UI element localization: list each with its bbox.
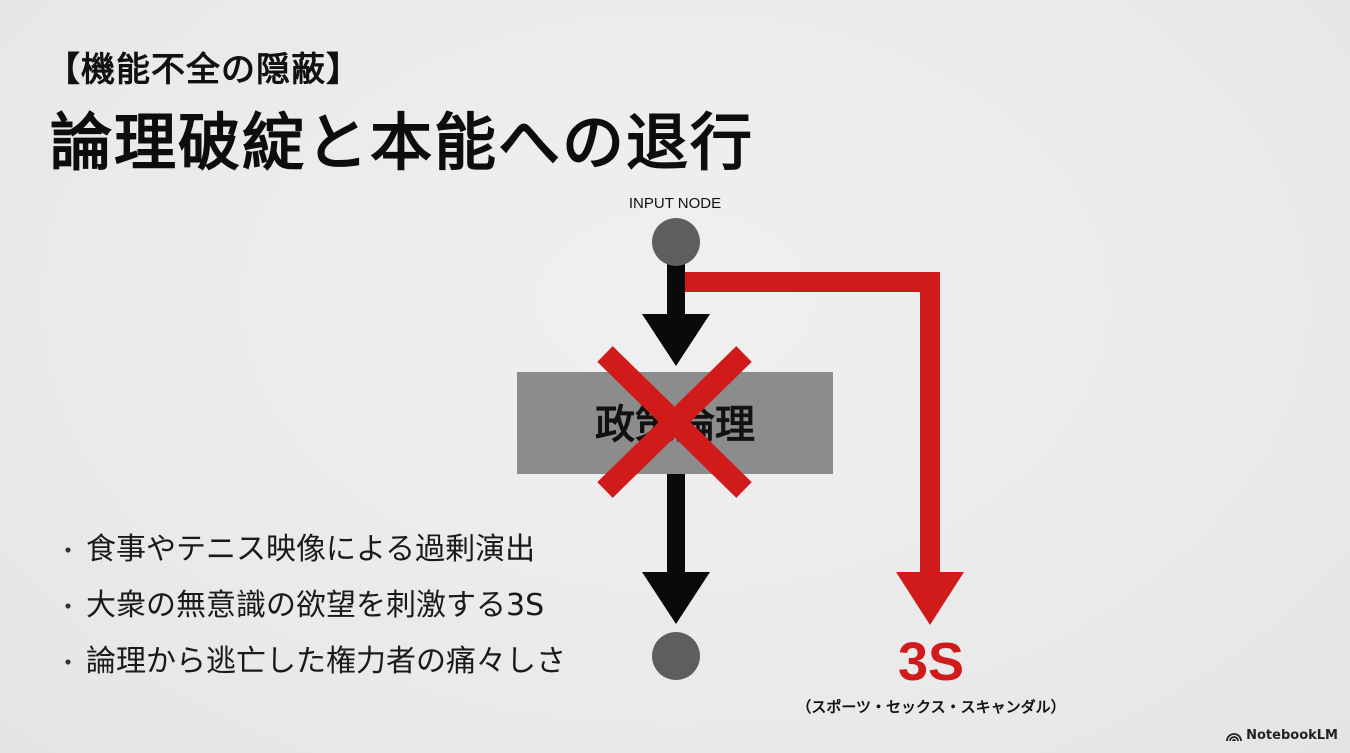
notebooklm-logo-icon — [1226, 730, 1243, 742]
bullet-text: 論理から逃亡した権力者の痛々しさ — [86, 644, 566, 679]
bullet-item: ・大衆の無意識の欲望を刺激する3S — [56, 584, 566, 640]
bullet-list: ・食事やテニス映像による過剰演出 ・大衆の無意識の欲望を刺激する3S ・論理から… — [56, 528, 566, 696]
bypass-arrow — [684, 272, 964, 625]
slide-title: 論理破綻と本能への退行 — [50, 106, 755, 179]
input-node-label: INPUT NODE — [629, 195, 721, 212]
bullet-item: ・論理から逃亡した権力者の痛々しさ — [56, 640, 566, 696]
notebooklm-branding: NotebookLM — [1226, 728, 1338, 743]
cross-mark-icon — [597, 346, 752, 498]
bullet-marker: ・ — [56, 593, 80, 621]
bullet-text: 食事やテニス映像による過剰演出 — [86, 532, 536, 567]
input-node — [652, 218, 700, 266]
bullet-marker: ・ — [56, 537, 80, 565]
output-3s-sublabel: （スポーツ・セックス・スキャンダル） — [796, 698, 1065, 716]
upper-black-arrow — [642, 262, 710, 366]
bullet-item: ・食事やテニス映像による過剰演出 — [56, 528, 566, 584]
bullet-text: 大衆の無意識の欲望を刺激する3S — [86, 588, 545, 623]
lower-black-arrow — [642, 470, 710, 624]
bullet-marker: ・ — [56, 649, 80, 677]
output-3s-label: 3S — [898, 632, 964, 692]
slide-subtitle: 【機能不全の隠蔽】 — [46, 50, 361, 90]
output-node — [652, 632, 700, 680]
brand-name: NotebookLM — [1246, 728, 1338, 743]
